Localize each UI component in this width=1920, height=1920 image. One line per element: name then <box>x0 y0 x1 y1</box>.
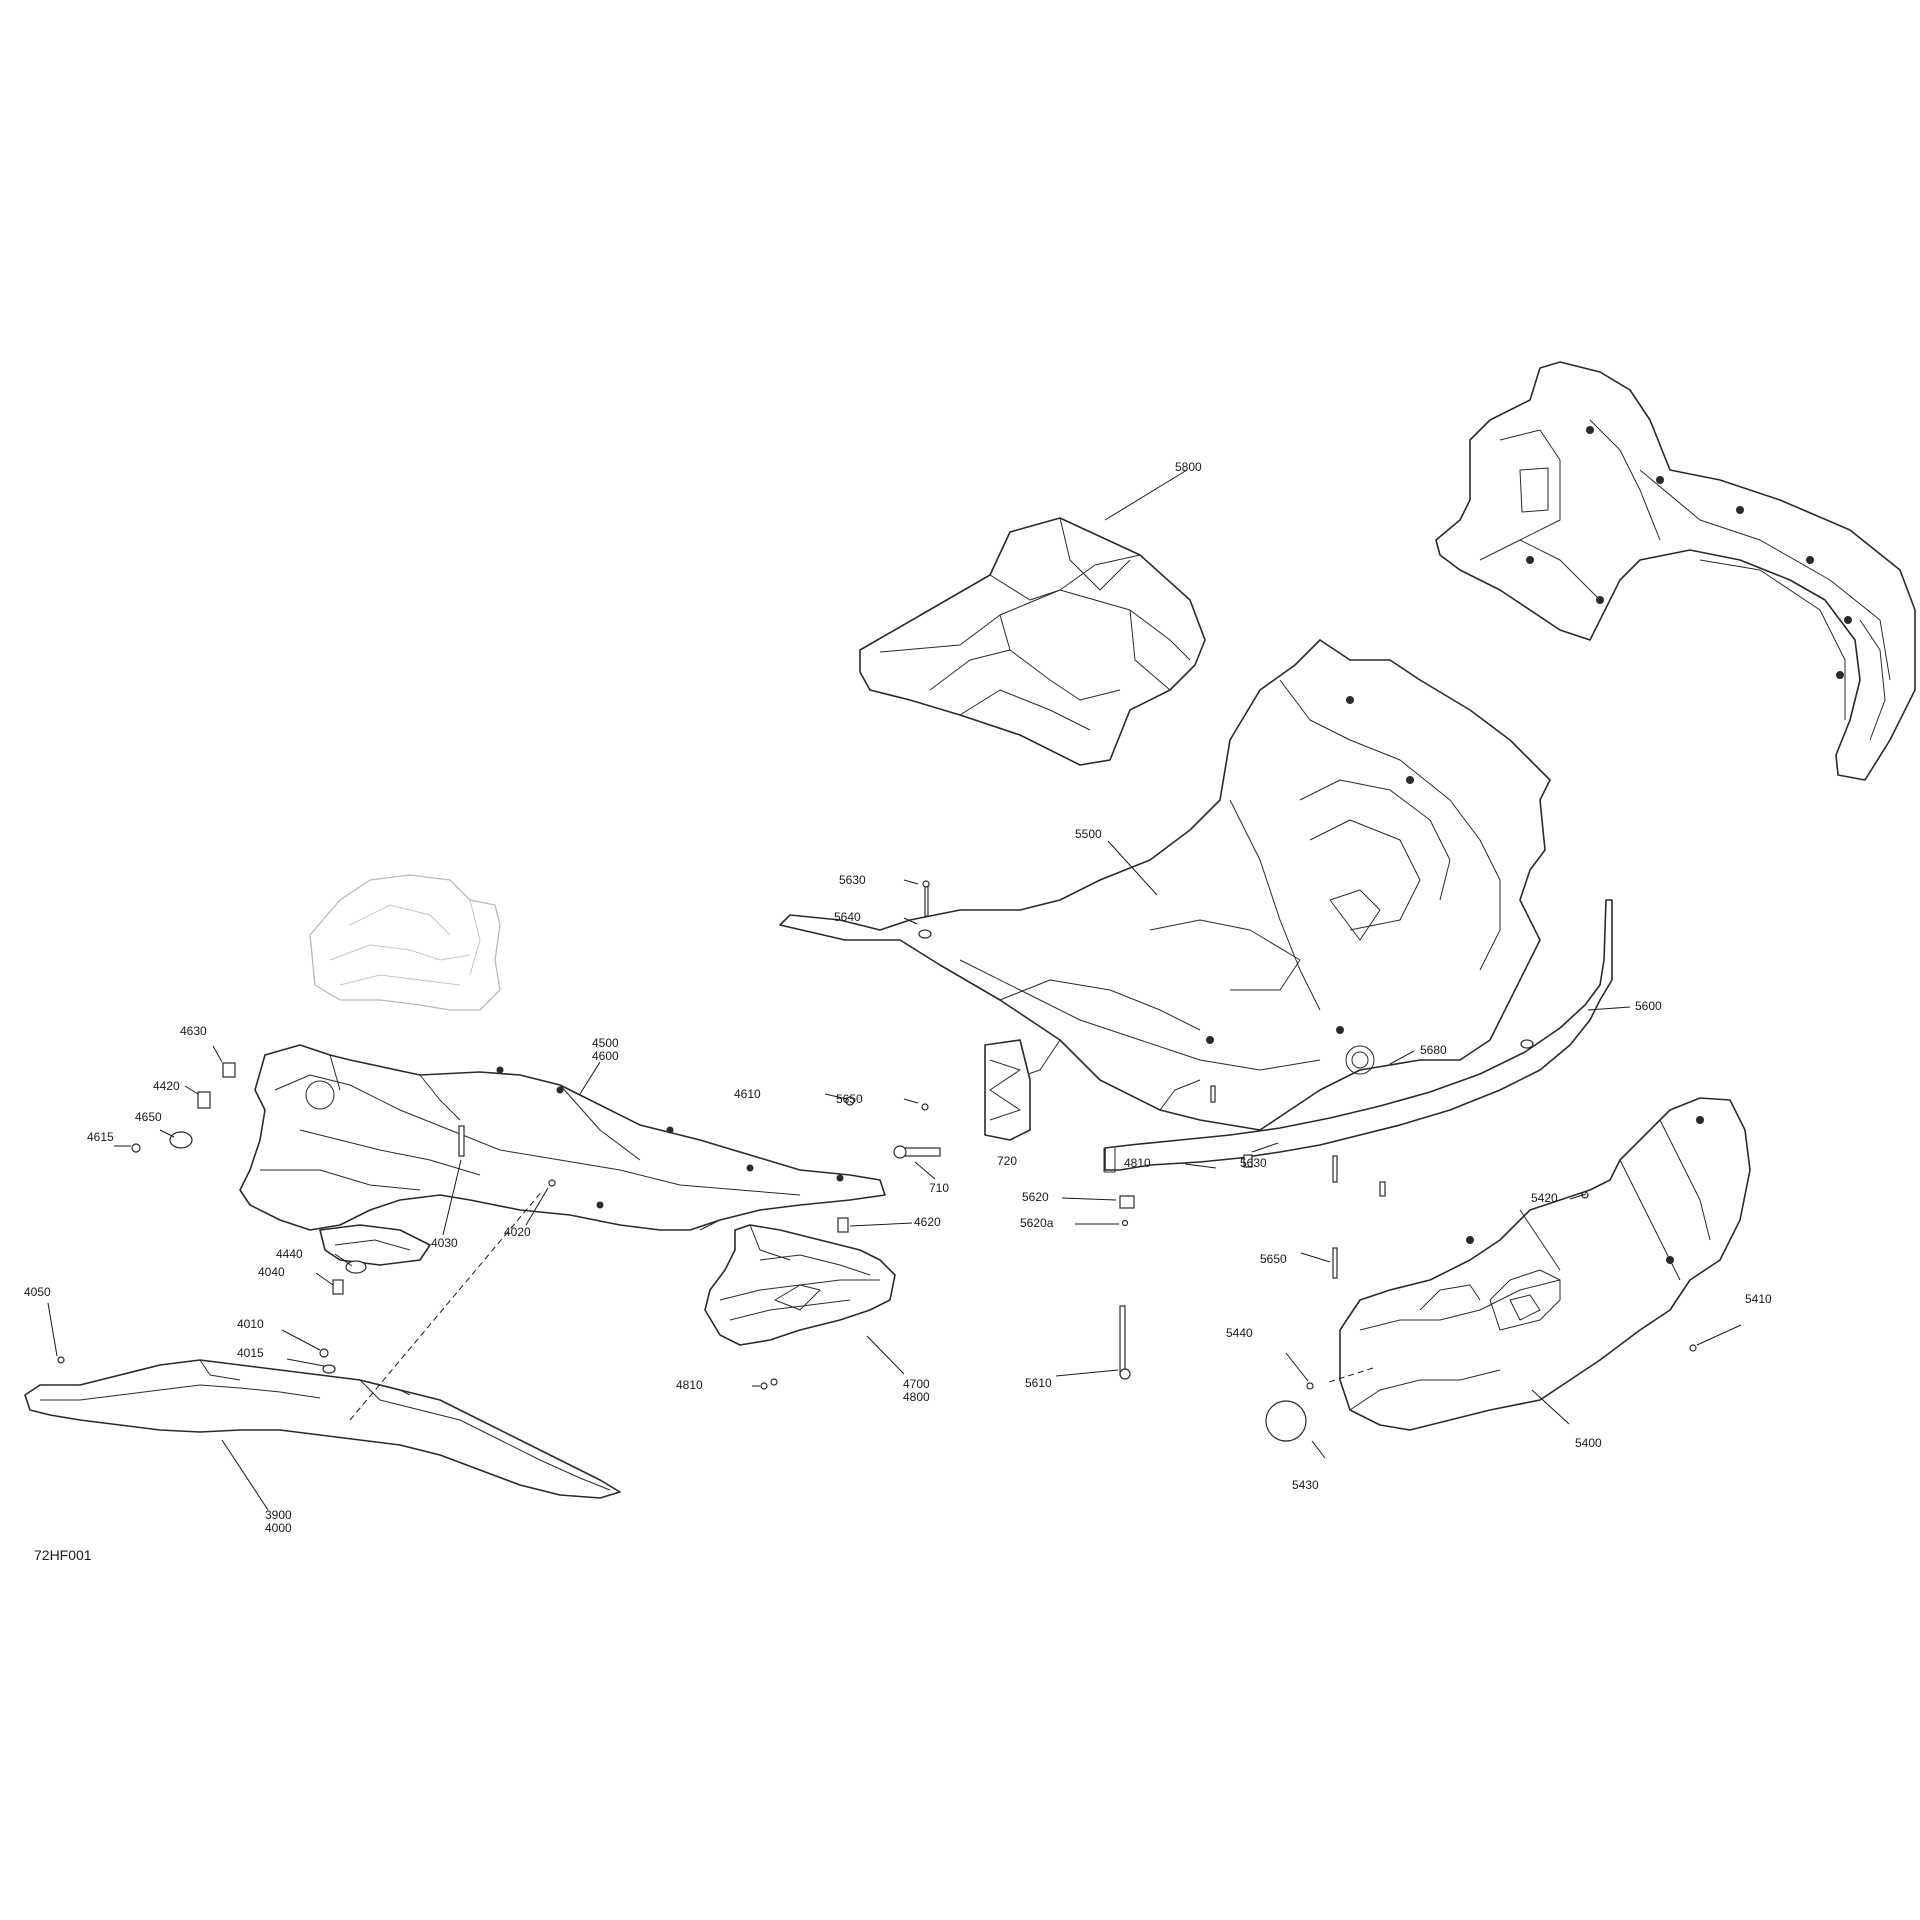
callout-5610: 5610 <box>1025 1376 1052 1390</box>
part-5400-front-panel <box>1339 1097 1751 1431</box>
callout-4650: 4650 <box>135 1110 162 1124</box>
callout-5620a: 5620a <box>1020 1216 1054 1230</box>
callout-4620: 4620 <box>914 1215 941 1229</box>
callout-4420: 4420 <box>153 1079 180 1093</box>
part-5800-rack-panel <box>859 517 1206 766</box>
callout-5800: 5800 <box>1175 460 1202 474</box>
part-4500-side-panel <box>239 1044 886 1266</box>
callout-4010: 4010 <box>237 1317 264 1331</box>
callout-5630-bottom: 5630 <box>1240 1156 1267 1170</box>
part-4700-skid-plate <box>704 1224 896 1346</box>
callout-4810-bottom: 4810 <box>676 1378 703 1392</box>
callout-4700-4800: 4700 4800 <box>903 1378 930 1404</box>
callout-4800: 4800 <box>903 1390 930 1404</box>
callout-5440: 5440 <box>1226 1326 1253 1340</box>
ghost-reference-part <box>309 874 501 1011</box>
callout-4050: 4050 <box>24 1285 51 1299</box>
callout-4440: 4440 <box>276 1247 303 1261</box>
callout-5650-bottom: 5650 <box>1260 1252 1287 1266</box>
callout-5640: 5640 <box>834 910 861 924</box>
callout-4610: 4610 <box>734 1087 761 1101</box>
reference-code: 72HF001 <box>34 1547 92 1563</box>
callout-5410: 5410 <box>1745 1292 1772 1306</box>
callout-3900: 3900 <box>265 1508 292 1522</box>
callout-4500-4600: 4500 4600 <box>592 1037 619 1063</box>
rear-rack-frame <box>1435 361 1916 781</box>
callout-5650-top: 5650 <box>836 1092 863 1106</box>
callout-4030: 4030 <box>431 1236 458 1250</box>
callout-4500: 4500 <box>592 1036 619 1050</box>
callout-4600: 4600 <box>592 1049 619 1063</box>
callout-4810-mid: 4810 <box>1124 1156 1151 1170</box>
callout-3900-4000: 3900 4000 <box>265 1509 292 1535</box>
callout-5620: 5620 <box>1022 1190 1049 1204</box>
callout-5420: 5420 <box>1531 1191 1558 1205</box>
callout-4020: 4020 <box>504 1225 531 1239</box>
part-5500-floor-tub <box>779 639 1551 1141</box>
callout-4700: 4700 <box>903 1377 930 1391</box>
callout-5400: 5400 <box>1575 1436 1602 1450</box>
callout-5630-top: 5630 <box>839 873 866 887</box>
part-5600-bumper-bar <box>1103 899 1613 1173</box>
fasteners <box>57 880 1697 1442</box>
callout-5600: 5600 <box>1635 999 1662 1013</box>
callout-710: 710 <box>929 1181 950 1195</box>
callout-720: 720 <box>997 1154 1018 1168</box>
callout-4000: 4000 <box>265 1521 292 1535</box>
callout-4015: 4015 <box>237 1346 264 1360</box>
callout-5680: 5680 <box>1420 1043 1447 1057</box>
callout-5500: 5500 <box>1075 827 1102 841</box>
callout-4630: 4630 <box>180 1024 207 1038</box>
callout-4040: 4040 <box>258 1265 285 1279</box>
callout-5430: 5430 <box>1292 1478 1319 1492</box>
callout-4615: 4615 <box>87 1130 114 1144</box>
part-3900-lower-rail <box>24 1359 621 1499</box>
leader-lines <box>47 469 1742 1511</box>
